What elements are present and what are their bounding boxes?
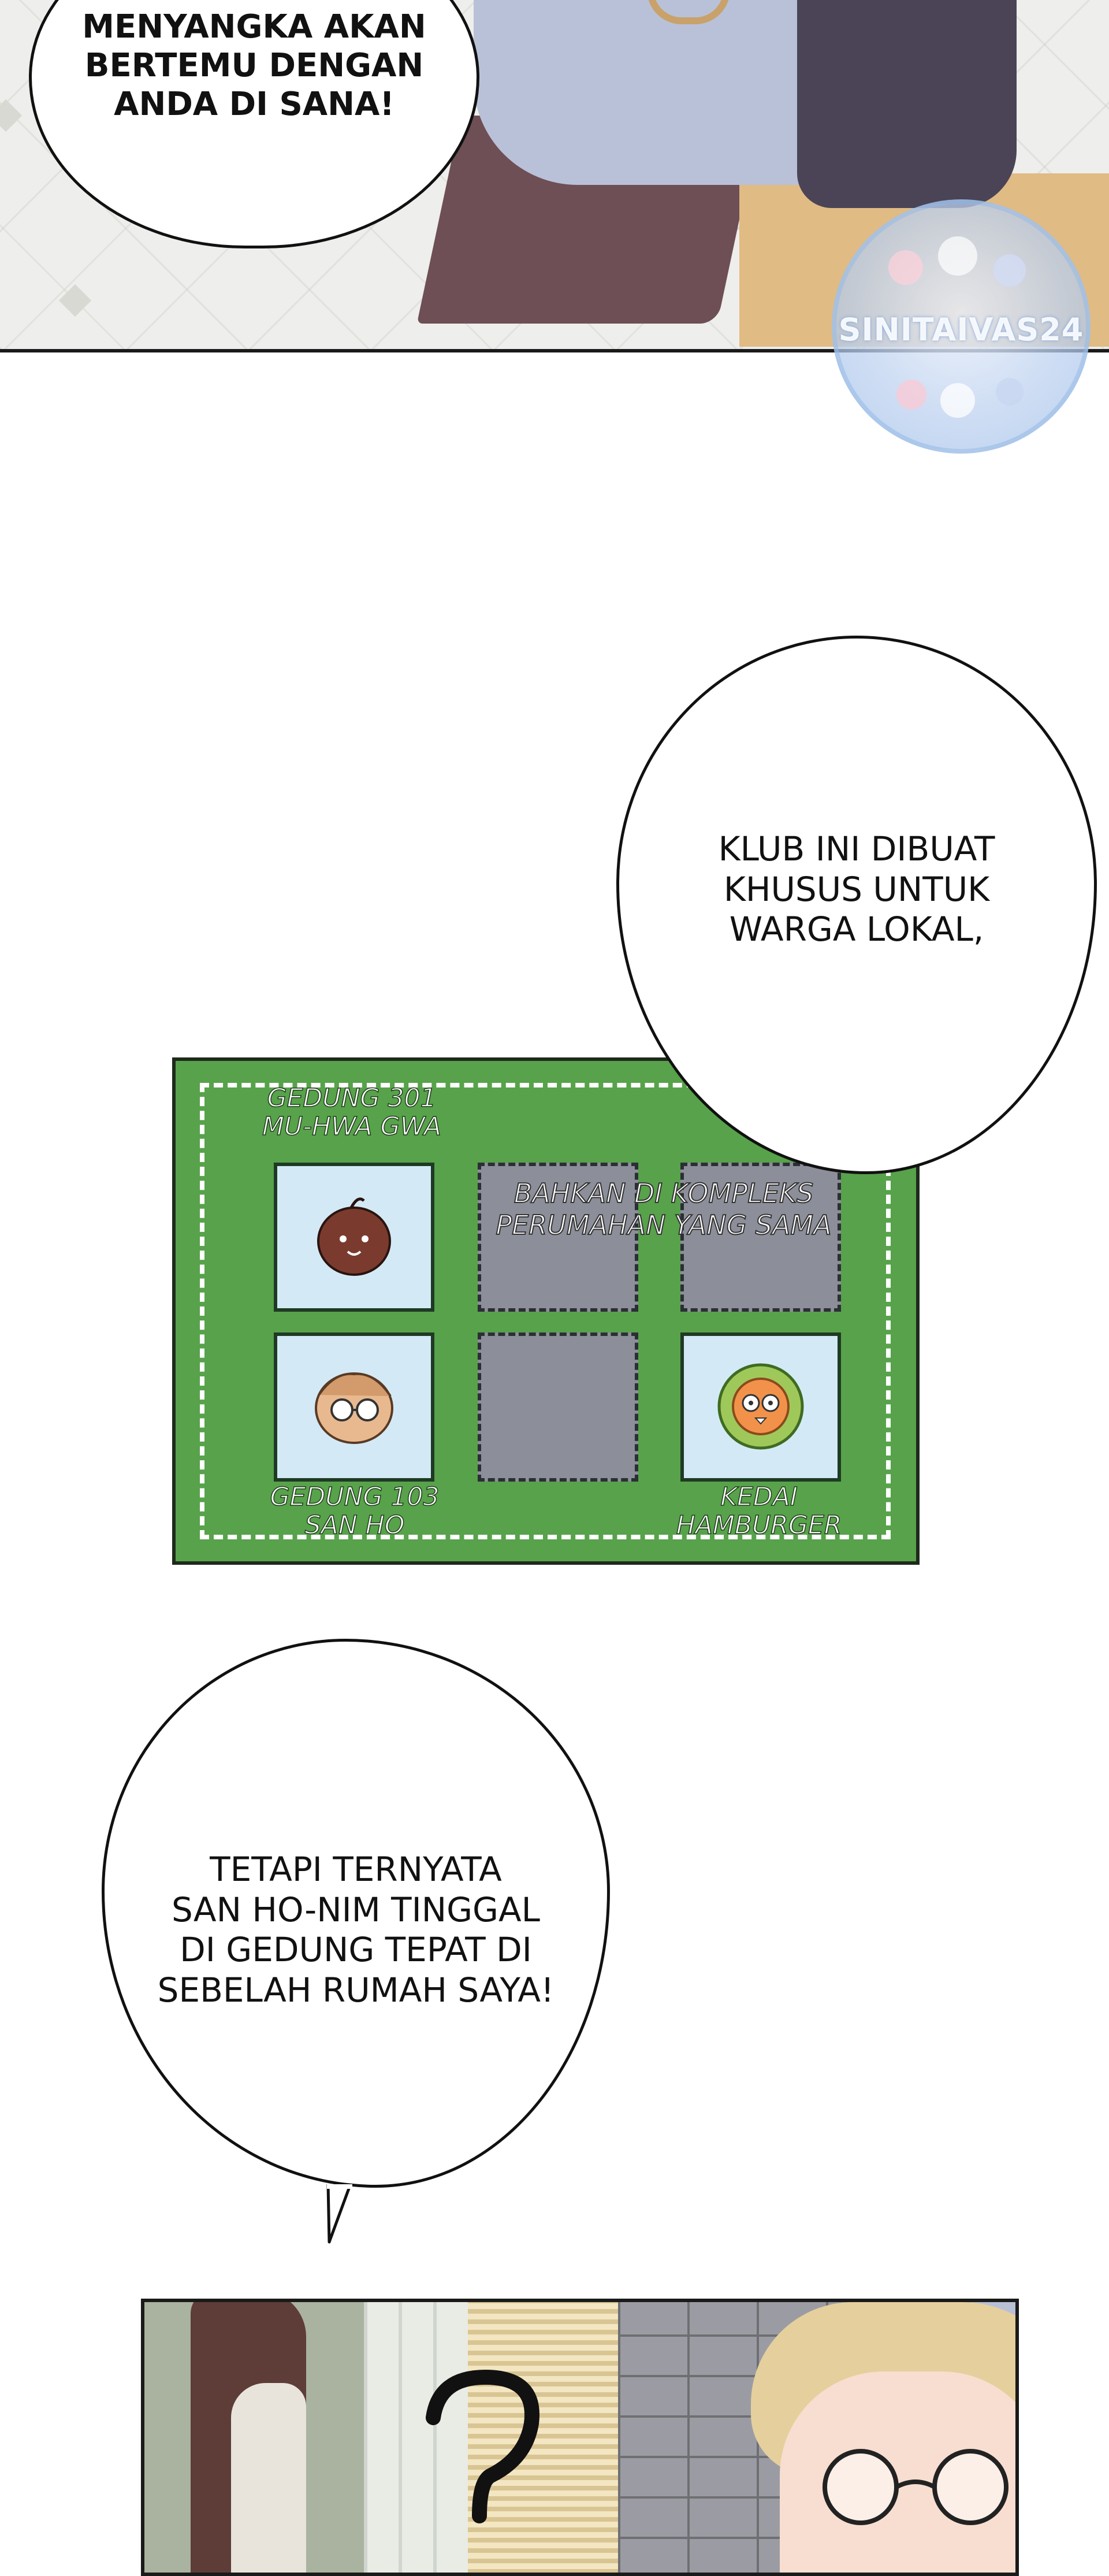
neighborhood-map: GEDUNG 301 MU-HWA GWA BAHKAN DI KOMPLEKS…	[172, 1057, 920, 1565]
bubble-line: DI GEDUNG TEPAT DI	[180, 1930, 532, 1970]
character-woman-ear	[231, 2383, 306, 2573]
map-label-line: KEDAI	[720, 1482, 798, 1512]
speech-bubble-tail	[326, 2184, 352, 2244]
flower-decoration-icon	[896, 378, 1024, 418]
speech-bubble: KLUB INI DIBUAT KHUSUS UNTUK WARGA LOKAL…	[616, 636, 1097, 1174]
bubble-line: MENYANGKA AKAN	[82, 8, 426, 46]
bubble-line: KLUB INI DIBUAT	[718, 829, 995, 868]
bubble-line: TETAPI TERNYATA	[210, 1850, 502, 1889]
map-label-line: BAHKAN DI KOMPLEKS	[513, 1177, 814, 1209]
map-lot-hamburger-shop	[680, 1332, 841, 1482]
map-lot-empty	[478, 1332, 638, 1482]
map-lot-empty	[478, 1163, 638, 1312]
glasses-character-icon	[315, 1372, 393, 1444]
speech-bubble: MENYANGKA AKAN BERTEMU DENGAN ANDA DI SA…	[29, 0, 479, 248]
map-label-hamburger-shop: KEDAI HAMBURGER	[649, 1482, 869, 1541]
flower-decoration-icon	[888, 236, 1026, 287]
speech-bubble-text: KLUB INI DIBUAT KHUSUS UNTUK WARGA LOKAL…	[619, 829, 1094, 950]
map-label-line: GEDUNG 103	[270, 1482, 440, 1512]
bubble-line: ANDA DI SANA!	[114, 86, 395, 124]
bubble-line: SEBELAH RUMAH SAYA!	[157, 1970, 554, 2010]
map-label-line: GEDUNG 301	[267, 1083, 437, 1113]
map-label-line: MU-HWA GWA	[262, 1112, 442, 1142]
map-dashed-border	[200, 1083, 891, 1539]
character-jacket	[797, 0, 1017, 208]
floor-tile-mark	[58, 284, 92, 317]
bubble-line: BERTEMU DENGAN	[84, 47, 424, 85]
map-lot-301	[274, 1163, 434, 1312]
bubble-line: KHUSUS UNTUK	[723, 869, 990, 909]
window-blinds	[468, 2302, 618, 2573]
bubble-line: WARGA LOKAL,	[729, 910, 984, 949]
speech-bubble-text: MENYANGKA AKAN BERTEMU DENGAN ANDA DI SA…	[32, 8, 477, 124]
floor-tile-mark	[0, 99, 23, 132]
hamburger-character-icon	[717, 1363, 804, 1450]
chestnut-character-icon	[317, 1197, 391, 1276]
map-label-line: PERUMAHAN YANG SAMA	[495, 1209, 832, 1241]
map-label-line: SAN HO	[304, 1510, 405, 1541]
watermark-text: SINITAIVAS24	[838, 311, 1084, 348]
map-label-line: HAMBURGER	[676, 1510, 842, 1541]
map-label-same-complex: BAHKAN DI KOMPLEKS PERUMAHAN YANG SAMA	[476, 1177, 851, 1241]
top-comic-panel: MENYANGKA AKAN BERTEMU DENGAN ANDA DI SA…	[0, 0, 1109, 352]
map-label-building-301: GEDUNG 301 MU-HWA GWA	[242, 1083, 462, 1142]
bubble-line: SAN HO-NIM TINGGAL	[172, 1890, 540, 1929]
speech-bubble-text: TETAPI TERNYATA SAN HO-NIM TINGGAL DI GE…	[105, 1850, 607, 2010]
bottom-comic-panel	[141, 2299, 1019, 2576]
watermark-stamp: SINITAIVAS24	[832, 199, 1091, 454]
map-lot-103	[274, 1332, 434, 1482]
map-lot-empty	[680, 1163, 841, 1312]
map-label-building-103: GEDUNG 103 SAN HO	[239, 1482, 470, 1541]
speech-bubble: TETAPI TERNYATA SAN HO-NIM TINGGAL DI GE…	[102, 1639, 610, 2188]
question-mark-icon	[426, 2369, 539, 2523]
glasses-icon	[823, 2449, 1008, 2525]
